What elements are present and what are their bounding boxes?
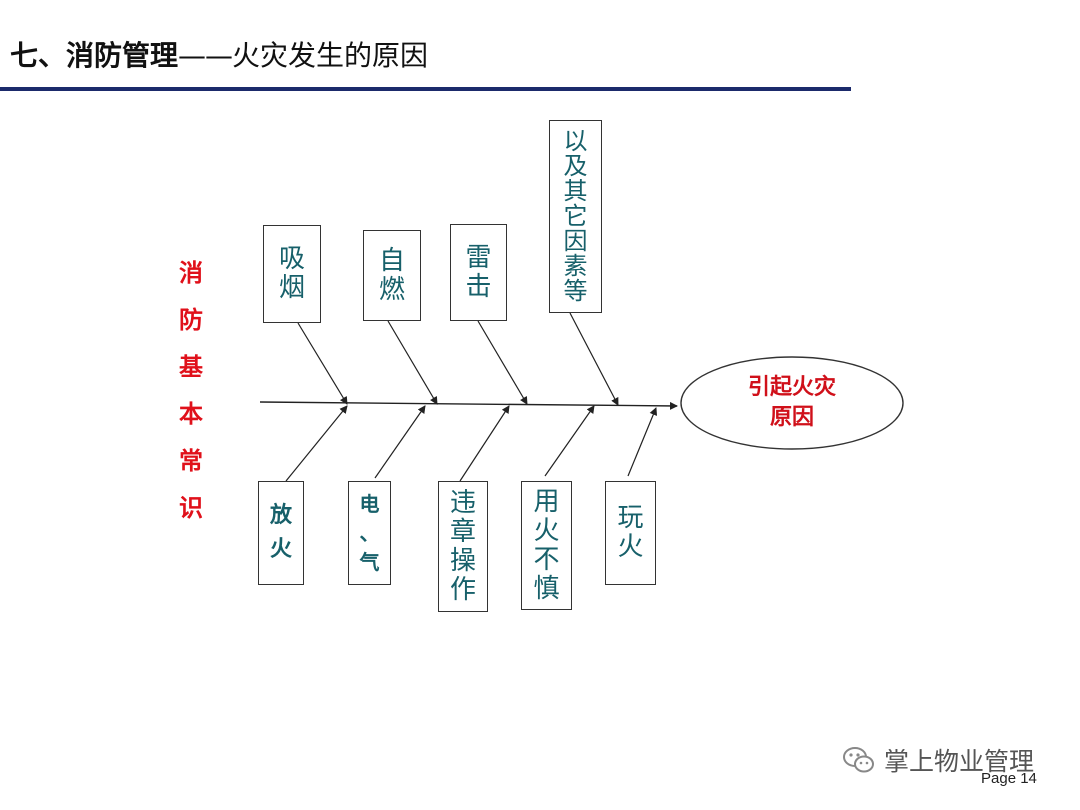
result-line-2: 原因: [769, 405, 814, 430]
cause-char: 放: [269, 503, 292, 528]
side-label-char: 基: [179, 353, 203, 381]
cause-char: 素: [563, 252, 588, 280]
title-main: 七、消防管理: [10, 39, 179, 72]
cause-box-electric-gas: 电、气: [348, 481, 391, 585]
cause-box-arson: 放火: [258, 481, 304, 585]
cause-char: 违: [449, 487, 476, 518]
result-line-1: 引起火灾: [747, 375, 836, 400]
cause-box-smoking: 吸烟: [263, 225, 321, 323]
cause-char: 气: [359, 549, 380, 574]
cause-char: 操: [449, 545, 476, 576]
cause-char: 火: [617, 532, 644, 562]
side-label-char: 本: [179, 400, 203, 428]
cause-char: 烟: [278, 273, 305, 303]
bone-smoking: [297, 322, 348, 405]
bone-arson: [285, 405, 348, 482]
cause-char: 章: [449, 516, 476, 547]
side-label-char: 识: [179, 494, 203, 522]
side-label: 消 防 基 本 常 识: [173, 250, 209, 532]
cause-char: 其: [563, 177, 588, 205]
cause-char: 作: [449, 574, 476, 605]
cause-char: 、: [359, 520, 380, 545]
page-title: 七、消防管理——火灾发生的原因: [10, 34, 428, 78]
cause-box-playing-fire: 玩火: [605, 481, 656, 585]
side-label-char: 防: [179, 306, 203, 334]
cause-char: 因: [563, 227, 588, 255]
bone-other-factors: [569, 312, 619, 406]
bone-lightning: [477, 320, 528, 405]
wechat-icon: [843, 747, 874, 773]
bone-self-ignition: [387, 320, 438, 405]
bone-violation: [459, 405, 510, 482]
cause-box-careless: 用火不慎: [521, 481, 572, 610]
cause-char: 它: [563, 202, 588, 230]
cause-char: 不: [533, 544, 560, 575]
title-dash: ——: [178, 39, 233, 72]
side-label-char: 消: [179, 259, 203, 287]
cause-char: 燃: [378, 274, 405, 305]
cause-char: 吸: [278, 244, 305, 274]
result-label: 引起火灾 原因: [681, 356, 903, 450]
spine-line: [259, 401, 678, 410]
bone-careless: [544, 405, 595, 477]
cause-char: 等: [563, 277, 588, 305]
cause-char: 玩: [617, 503, 644, 533]
result-ellipse: [680, 356, 904, 450]
cause-char: 火: [533, 515, 560, 546]
cause-char: 及: [563, 152, 588, 180]
page-number: Page 14: [981, 770, 1037, 787]
footer-brand: 掌上物业管理: [884, 747, 1035, 776]
cause-box-violation: 违章操作: [438, 481, 488, 612]
side-label-char: 常: [179, 447, 203, 475]
cause-char: 自: [378, 245, 405, 276]
cause-char: 雷: [465, 242, 492, 273]
cause-char: 慎: [533, 573, 560, 604]
cause-box-other-factors: 以及其它因素等: [549, 120, 602, 313]
cause-char: 用: [533, 486, 560, 517]
cause-box-self-ignition: 自燃: [363, 230, 421, 321]
cause-char: 火: [269, 537, 292, 562]
cause-box-lightning: 雷击: [450, 224, 507, 321]
cause-char: 以: [563, 127, 588, 155]
bone-playing-fire: [627, 407, 658, 477]
title-sub: 火灾发生的原因: [232, 39, 429, 72]
title-underline: [0, 87, 851, 91]
cause-char: 电: [359, 491, 380, 516]
cause-char: 击: [465, 271, 492, 302]
bone-electric-gas: [374, 405, 426, 479]
